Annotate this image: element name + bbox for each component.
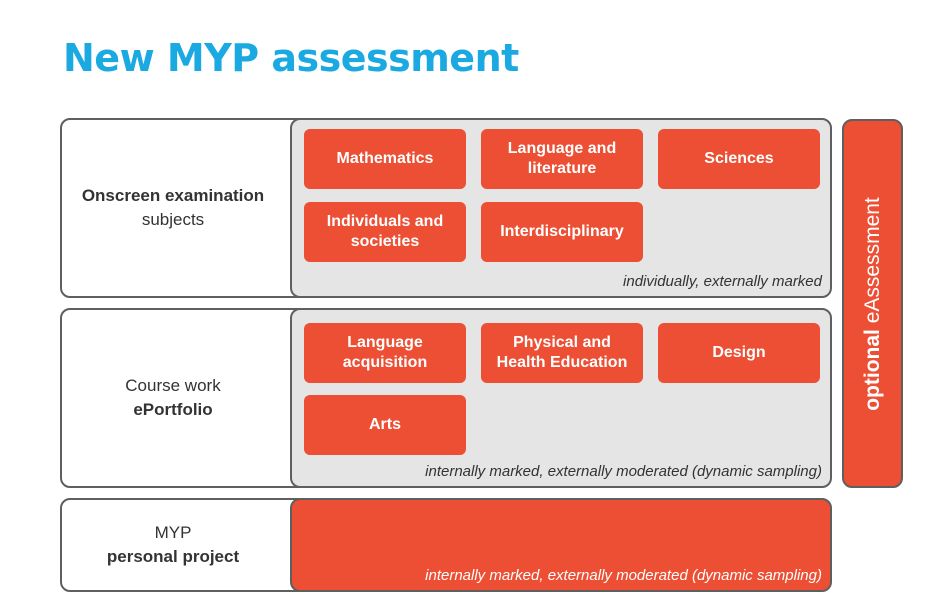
subject-tile-physical-and-health-education: Physical and Health Education — [481, 323, 643, 383]
row-label-bold: personal project — [106, 547, 240, 566]
optional-word: optional — [860, 328, 884, 411]
subject-tile-language-acquisition: Language acquisition — [304, 323, 466, 383]
panel-personal-project: internally marked, externally moderated … — [290, 498, 832, 592]
eassessment-word: eAssessment — [860, 196, 884, 323]
row-label-bold: ePortfolio — [133, 400, 213, 419]
panel-eportfolio: Language acquisition Physical and Health… — [290, 308, 832, 488]
row-label-regular: subjects — [141, 210, 205, 229]
subject-tile-design: Design — [658, 323, 820, 383]
subject-tile-interdisciplinary: Interdisciplinary — [481, 202, 643, 262]
marking-note: internally marked, externally moderated … — [425, 463, 822, 480]
subject-tile-sciences: Sciences — [658, 129, 820, 189]
subject-tile-language-and-literature: Language and literature — [481, 129, 643, 189]
row-label-regular: MYP — [154, 523, 192, 542]
row-label-bold: Onscreen examination — [81, 186, 265, 205]
panel-onscreen-examination: Mathematics Language and literature Scie… — [290, 118, 832, 298]
row-label-eportfolio: Course work ePortfolio — [60, 308, 310, 488]
optional-eassessment-label: optional eAssessment — [861, 197, 885, 411]
subject-tile-individuals-and-societies: Individuals and societies — [304, 202, 466, 262]
marking-note: internally marked, externally moderated … — [425, 567, 822, 584]
row-label-personal-project: MYP personal project — [60, 498, 310, 592]
optional-eassessment-bar: optional eAssessment — [842, 119, 903, 488]
page-title: New MYP assessment — [63, 36, 519, 80]
subject-tile-mathematics: Mathematics — [304, 129, 466, 189]
row-label-onscreen-examination: Onscreen examination subjects — [60, 118, 310, 298]
marking-note: individually, externally marked — [623, 273, 822, 290]
row-label-regular: Course work — [125, 376, 221, 395]
subject-tile-arts: Arts — [304, 395, 466, 455]
